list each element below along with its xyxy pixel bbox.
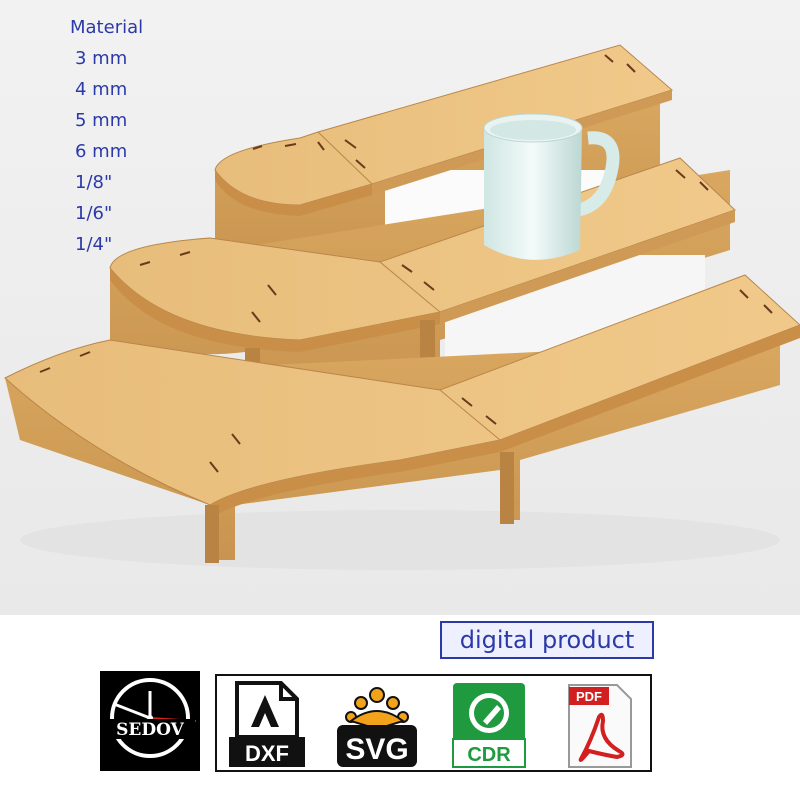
svg-file-icon: SVG <box>337 687 417 767</box>
material-option: 1/6" <box>75 203 113 224</box>
cdr-label: CDR <box>467 744 511 766</box>
material-option: 1/4" <box>75 234 113 255</box>
dxf-label: DXF <box>245 741 289 766</box>
brand-text: SEDOV <box>116 720 184 740</box>
material-title: Material <box>70 17 144 38</box>
material-option: 5 mm <box>75 110 128 131</box>
file-formats-bar: DXF SVG CDR PDF <box>215 674 652 772</box>
material-options-list: Material 3 mm 4 mm 5 mm 6 mm 1/8" 1/6" 1… <box>70 12 143 260</box>
wooden-riser-stand-image <box>0 0 800 615</box>
dxf-file-icon: DXF <box>229 681 305 767</box>
cdr-file-icon: CDR <box>452 683 526 768</box>
material-option: 4 mm <box>75 79 128 100</box>
svg-label: SVG <box>345 733 408 766</box>
material-option: 6 mm <box>75 141 128 162</box>
clock-icon: SEDOV <box>100 671 200 771</box>
bottom-tier <box>4 274 800 563</box>
pdf-file-icon: PDF <box>568 684 632 768</box>
material-option: 1/8" <box>75 172 113 193</box>
sedov-logo: SEDOV <box>100 671 200 771</box>
material-option: 3 mm <box>75 48 128 69</box>
digital-product-badge: digital product <box>440 621 654 659</box>
mug <box>483 113 620 260</box>
pdf-label: PDF <box>576 689 602 704</box>
